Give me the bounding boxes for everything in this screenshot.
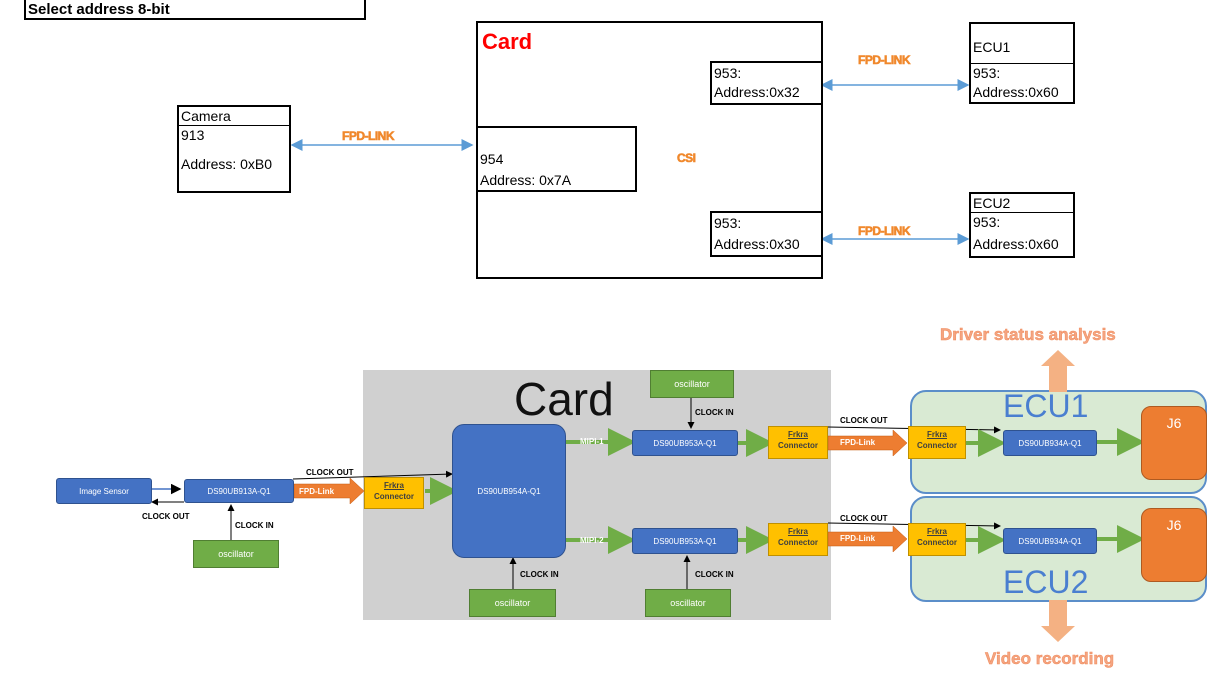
card-region-title: Card — [514, 373, 614, 425]
ser953-2-box: DS90UB953A-Q1 — [632, 528, 738, 554]
chip954-box: 954 Address: 0x7A — [476, 126, 637, 192]
ecu2-name: ECU2 — [971, 194, 1073, 213]
des954-box: DS90UB954A-Q1 — [452, 424, 566, 558]
clock-out-label-ecu1: CLOCK OUT — [840, 416, 888, 425]
image-sensor-box: Image Sensor — [56, 478, 152, 504]
chip953-bottom-address: Address:0x30 — [714, 236, 800, 252]
camera-name: Camera — [179, 107, 289, 126]
title-box: Select address 8-bit — [24, 0, 366, 20]
connector-953-1: Frkra Connector — [768, 426, 828, 459]
chip954-address: Address: 0x7A — [480, 172, 572, 188]
ecu1-name: ECU1 — [971, 38, 1073, 64]
fpd-link-label-camera: FPD-LINK — [342, 129, 395, 144]
ecu1-box: ECU1 953: Address:0x60 — [969, 22, 1075, 104]
chip953-top-chip: 953: — [714, 65, 742, 81]
connector-ecu1-top: Frkra — [926, 430, 947, 439]
connector-953-2: Frkra Connector — [768, 523, 828, 556]
connector-953-2-top: Frkra — [787, 527, 808, 536]
csi-label: CSI — [677, 151, 697, 166]
connector-ecu2: Frkra Connector — [908, 523, 966, 556]
connector-953-2-bottom: Connector — [778, 538, 818, 547]
clock-out-label-ecu2: CLOCK OUT — [840, 514, 888, 523]
ecu1-region-title: ECU1 — [1003, 388, 1089, 424]
ecu2-chip: 953: — [973, 214, 1001, 230]
j6-box-ecu2: J6 — [1141, 508, 1207, 582]
connector-913-top: Frkra — [383, 481, 404, 490]
ecu2-address: Address:0x60 — [973, 236, 1059, 252]
oscillator-953-top: oscillator — [650, 370, 734, 398]
chip953-top-box: 953: Address:0x32 — [710, 61, 823, 105]
connector-913: Frkra Connector — [364, 477, 424, 509]
fpd-link-label-ecu1: FPD-LINK — [858, 53, 911, 68]
chip953-bottom-box: 953: Address:0x30 — [710, 211, 823, 257]
j6-box-ecu1: J6 — [1141, 406, 1207, 480]
connector-913-bottom: Connector — [374, 492, 414, 501]
clock-in-label-913: CLOCK IN — [235, 521, 274, 530]
connector-ecu1-bottom: Connector — [917, 441, 957, 450]
mipi2-label: MIPI-2 — [580, 536, 604, 545]
chip953-bottom-chip: 953: — [714, 215, 742, 231]
fpd-link-label-ecu2: FPD-LINK — [858, 224, 911, 239]
ecu1-address: Address:0x60 — [973, 84, 1059, 100]
oscillator-953-bottom: oscillator — [645, 589, 731, 617]
ecu1-chip: 953: — [973, 65, 1001, 81]
driver-status-label: Driver status analysis — [940, 325, 1116, 345]
chip954-chip: 954 — [480, 151, 504, 167]
fpd-link-label-ecu1: FPD-Link — [840, 438, 876, 447]
chip953-top-address: Address:0x32 — [714, 84, 800, 100]
fpd-link-label-ecu2: FPD-Link — [840, 534, 876, 543]
des934-1-box: DS90UB934A-Q1 — [1003, 430, 1097, 456]
fpd-link-label-913: FPD-Link — [299, 487, 335, 496]
connector-953-1-top: Frkra — [787, 430, 808, 439]
card-title: Card — [482, 29, 533, 54]
ser953-1-box: DS90UB953A-Q1 — [632, 430, 738, 456]
clock-in-label-954: CLOCK IN — [520, 570, 559, 579]
clock-in-label-953-top: CLOCK IN — [695, 408, 734, 417]
clock-out-label-913: CLOCK OUT — [306, 468, 354, 477]
camera-address: Address: 0xB0 — [181, 156, 273, 172]
connector-ecu1: Frkra Connector — [908, 426, 966, 459]
ecu2-box: ECU2 953: Address:0x60 — [969, 192, 1075, 258]
camera-chip: 913 — [181, 127, 205, 143]
connector-ecu2-top: Frkra — [926, 527, 947, 536]
oscillator-913: oscillator — [193, 540, 279, 568]
connector-953-1-bottom: Connector — [778, 441, 818, 450]
page-title: Select address 8-bit — [28, 1, 170, 18]
clock-in-label-953-bottom: CLOCK IN — [695, 570, 734, 579]
clock-out-label-sensor: CLOCK OUT — [142, 512, 190, 521]
connector-ecu2-bottom: Connector — [917, 538, 957, 547]
ecu2-region-title: ECU2 — [1003, 564, 1089, 600]
des934-2-box: DS90UB934A-Q1 — [1003, 528, 1097, 554]
camera-box: Camera 913 Address: 0xB0 — [177, 105, 291, 193]
oscillator-954: oscillator — [469, 589, 556, 617]
video-recording-label: Video recording — [985, 649, 1115, 669]
mipi1-label: MIPI-1 — [580, 437, 604, 446]
ser913-box: DS90UB913A-Q1 — [184, 479, 294, 503]
